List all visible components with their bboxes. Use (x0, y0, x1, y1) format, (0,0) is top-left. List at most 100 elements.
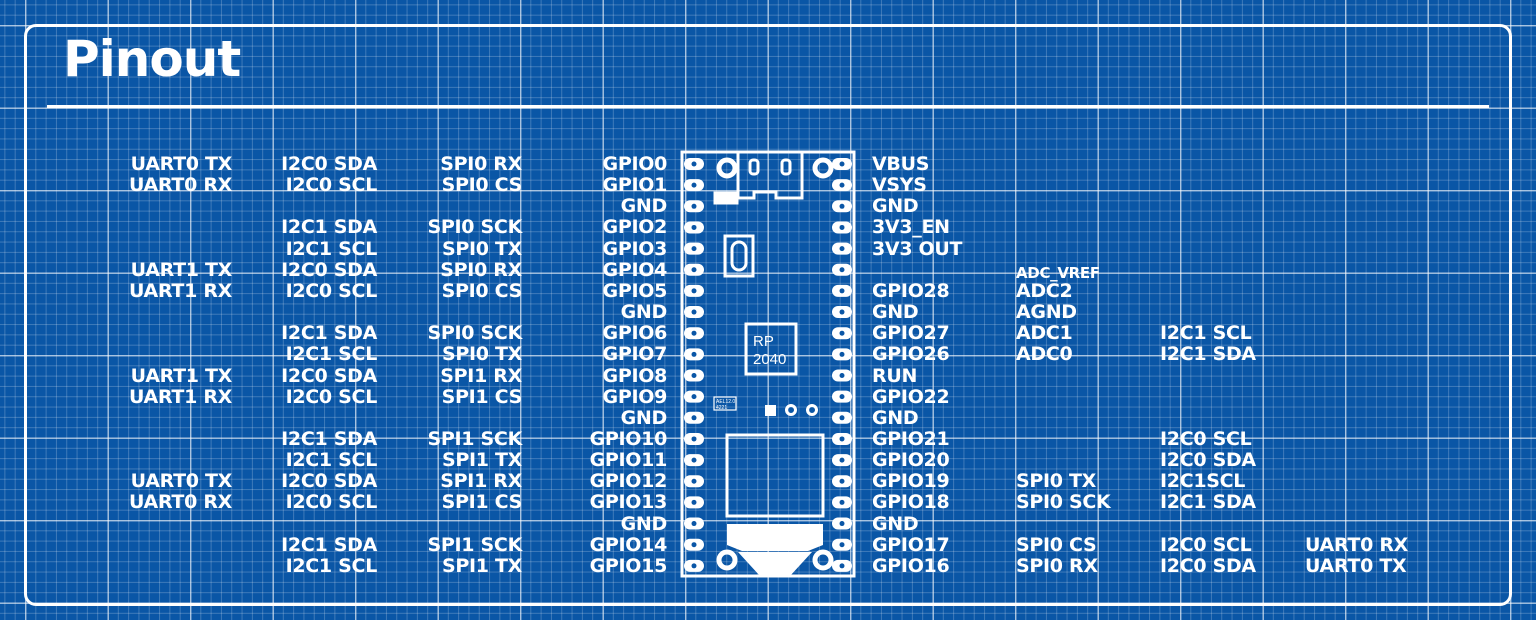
right-alt1-label: SPI0 TX (1016, 470, 1097, 493)
right-pin-label: GPIO27 (872, 322, 950, 345)
mounting-hole-icon (716, 549, 738, 571)
left-uart-label: UART1 TX (130, 258, 233, 281)
right-pin-label: GND (872, 406, 919, 429)
right-pin-label: VBUS (872, 153, 930, 175)
left-pin-label: GPIO1 (602, 174, 668, 197)
left-spi-label: SPI0 TX (441, 237, 522, 260)
left-i2c-label: I2C1 SCL (285, 449, 378, 472)
pin-pad-left (684, 348, 704, 361)
debug-pad (785, 404, 797, 416)
right-alt1-label: ADC0 (1016, 343, 1073, 366)
pin-pad-left (684, 263, 704, 276)
crystal-marking: AEL12.0 (716, 399, 735, 405)
right-alt1-label: SPI0 SCK (1016, 491, 1111, 514)
left-spi-label: SPI1 RX (440, 470, 522, 493)
pin-pad-left (684, 179, 704, 192)
pin-pad-left (684, 242, 704, 255)
pin-pad-right (832, 306, 852, 319)
usb-connector (736, 152, 804, 200)
left-spi-label: SPI0 RX (440, 258, 522, 281)
left-i2c-label: I2C0 SDA (281, 153, 377, 175)
pin-pad-left (684, 158, 704, 170)
left-uart-label: UART0 RX (129, 491, 232, 514)
left-pin-label: GND (620, 512, 668, 535)
pin-pad-right (832, 263, 852, 276)
pin-pad-right (832, 327, 852, 340)
left-spi-label: SPI0 CS (441, 279, 523, 302)
left-uart-label: UART0 TX (130, 153, 233, 175)
left-i2c-label: I2C0 SDA (281, 470, 377, 493)
right-pin-label: GPIO28 (872, 279, 950, 302)
pin-pad-left (684, 284, 704, 297)
left-i2c-label: I2C1 SDA (281, 322, 377, 345)
right-pin-label: RUN (872, 364, 918, 387)
pin-pad-left (684, 327, 704, 340)
left-i2c-label: I2C0 SDA (281, 364, 377, 387)
right-pin-label: GPIO18 (872, 491, 950, 514)
rp2040-chip (744, 322, 798, 376)
page-title: Pinout (63, 30, 241, 88)
pin-pad-right (832, 158, 852, 170)
left-uart-label: UART1 RX (129, 385, 232, 408)
pin-pad-right (832, 390, 852, 403)
left-pin-label: GPIO8 (602, 364, 668, 387)
title-divider (47, 105, 1489, 108)
right-alt2-label: I2C1 SDA (1160, 343, 1256, 366)
left-i2c-label: I2C0 SCL (285, 279, 378, 302)
right-alt2-label: I2C1 SDA (1160, 491, 1256, 514)
crystal-component (713, 396, 737, 411)
right-pin-label: GPIO20 (872, 449, 950, 472)
right-alt2-label: I2C0 SDA (1160, 449, 1256, 472)
right-alt1-label: ADC1 (1016, 322, 1073, 345)
logo-area (727, 524, 823, 551)
pin-pad-right (832, 517, 852, 530)
mounting-hole-icon (716, 157, 738, 179)
right-alt2-label: I2C0 SCL (1160, 427, 1252, 450)
pin-pad-left (684, 432, 704, 445)
left-spi-label: SPI1 TX (441, 554, 522, 577)
right-pin-label: GPIO16 (872, 554, 950, 577)
right-pin-label: GPIO26 (872, 343, 950, 366)
right-alt2-label: I2C0 SDA (1160, 554, 1256, 577)
right-alt2-label: I2C0 SCL (1160, 533, 1252, 556)
left-pin-label: GPIO3 (602, 237, 668, 260)
pin-pad-right (832, 559, 852, 572)
left-pin-label: GND (620, 406, 668, 429)
pin-pad-right (832, 348, 852, 361)
pin-pad-left (684, 496, 704, 509)
left-spi-label: SPI1 CS (441, 385, 523, 408)
bootsel-button (723, 234, 755, 278)
pin-pad-right (832, 369, 852, 382)
right-pin-label: GND (872, 512, 919, 535)
left-pin-label: GPIO13 (589, 491, 668, 514)
left-pin-label: GPIO2 (602, 216, 668, 239)
left-i2c-label: I2C0 SCL (285, 385, 378, 408)
left-pin-label: GND (620, 301, 668, 324)
pin-pad-right (832, 284, 852, 297)
right-alt1-label: ADC2 (1016, 279, 1073, 302)
pin-pad-right (832, 538, 852, 551)
right-alt1-label: SPI0 RX (1016, 554, 1098, 577)
pin-pad-left (684, 475, 704, 488)
left-pin-label: GPIO15 (589, 554, 668, 577)
pin-pad-left (684, 559, 704, 572)
left-spi-label: SPI1 SCK (427, 427, 523, 450)
pin-pad-right (832, 411, 852, 424)
right-alt2-label: I2C1 SCL (1160, 322, 1252, 345)
right-alt1-label: SPI0 CS (1016, 533, 1097, 556)
pin-pad-right (832, 221, 852, 234)
pin-pad-left (684, 411, 704, 424)
left-pin-label: GPIO5 (602, 279, 668, 302)
left-spi-label: SPI0 TX (441, 343, 522, 366)
left-pin-label: GND (620, 195, 668, 218)
left-spi-label: SPI0 SCK (427, 216, 523, 239)
chip-label: RP (753, 333, 774, 350)
pin-pad-right (832, 496, 852, 509)
right-pin-label: GPIO17 (872, 533, 950, 556)
right-alt3-label: UART0 RX (1305, 533, 1408, 556)
right-pin-label: GND (872, 195, 919, 218)
right-alt1-label: ADC_VREF (1016, 263, 1100, 282)
left-spi-label: SPI1 TX (441, 449, 522, 472)
pico-board: RP 2040 AEL12.0 4221 (680, 150, 856, 578)
crystal-marking: 4221 (716, 405, 727, 411)
